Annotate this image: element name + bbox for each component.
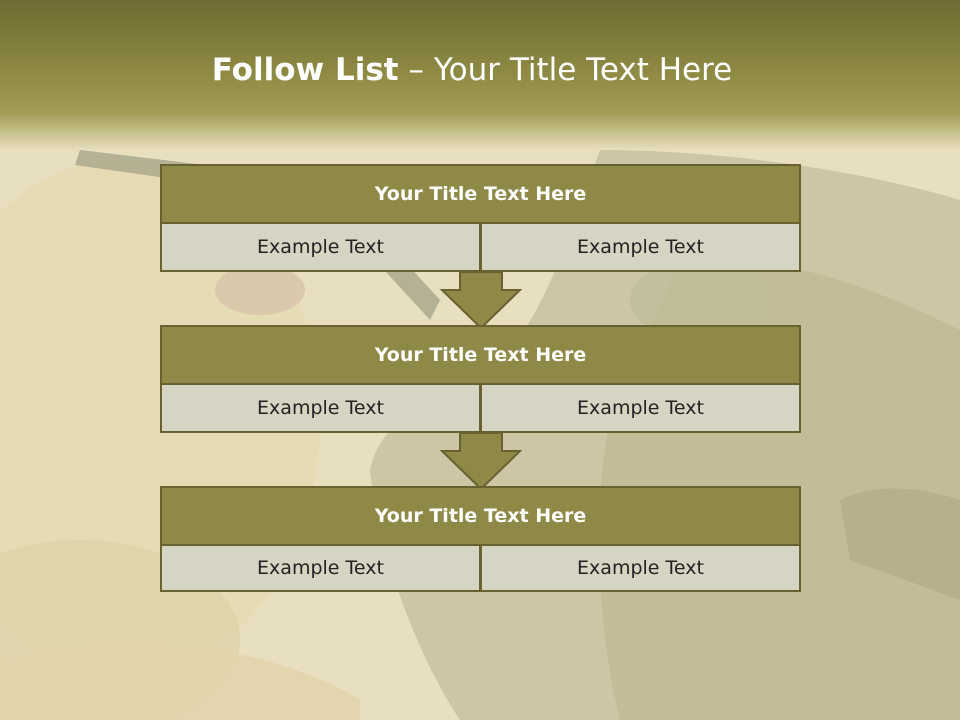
- page-title: Follow List – Your Title Text Here: [0, 52, 944, 88]
- block-cell-right: Example Text: [480, 544, 801, 592]
- block-cell-right: Example Text: [480, 222, 801, 272]
- down-arrow-icon: [439, 271, 523, 330]
- block-cell-left: Example Text: [160, 544, 481, 592]
- list-block-3: Your Title Text Here Example Text Exampl…: [160, 486, 801, 594]
- header-band: [0, 0, 960, 150]
- title-bold: Follow List: [211, 52, 399, 88]
- list-block-1: Your Title Text Here Example Text Exampl…: [160, 164, 801, 272]
- block-title: Your Title Text Here: [160, 486, 801, 546]
- block-title: Your Title Text Here: [160, 164, 801, 224]
- block-title: Your Title Text Here: [160, 325, 801, 385]
- block-cell-left: Example Text: [160, 383, 481, 433]
- title-rest: – Your Title Text Here: [398, 52, 733, 88]
- block-cell-left: Example Text: [160, 222, 481, 272]
- block-cell-right: Example Text: [480, 383, 801, 433]
- list-block-2: Your Title Text Here Example Text Exampl…: [160, 325, 801, 433]
- down-arrow-icon: [439, 432, 523, 491]
